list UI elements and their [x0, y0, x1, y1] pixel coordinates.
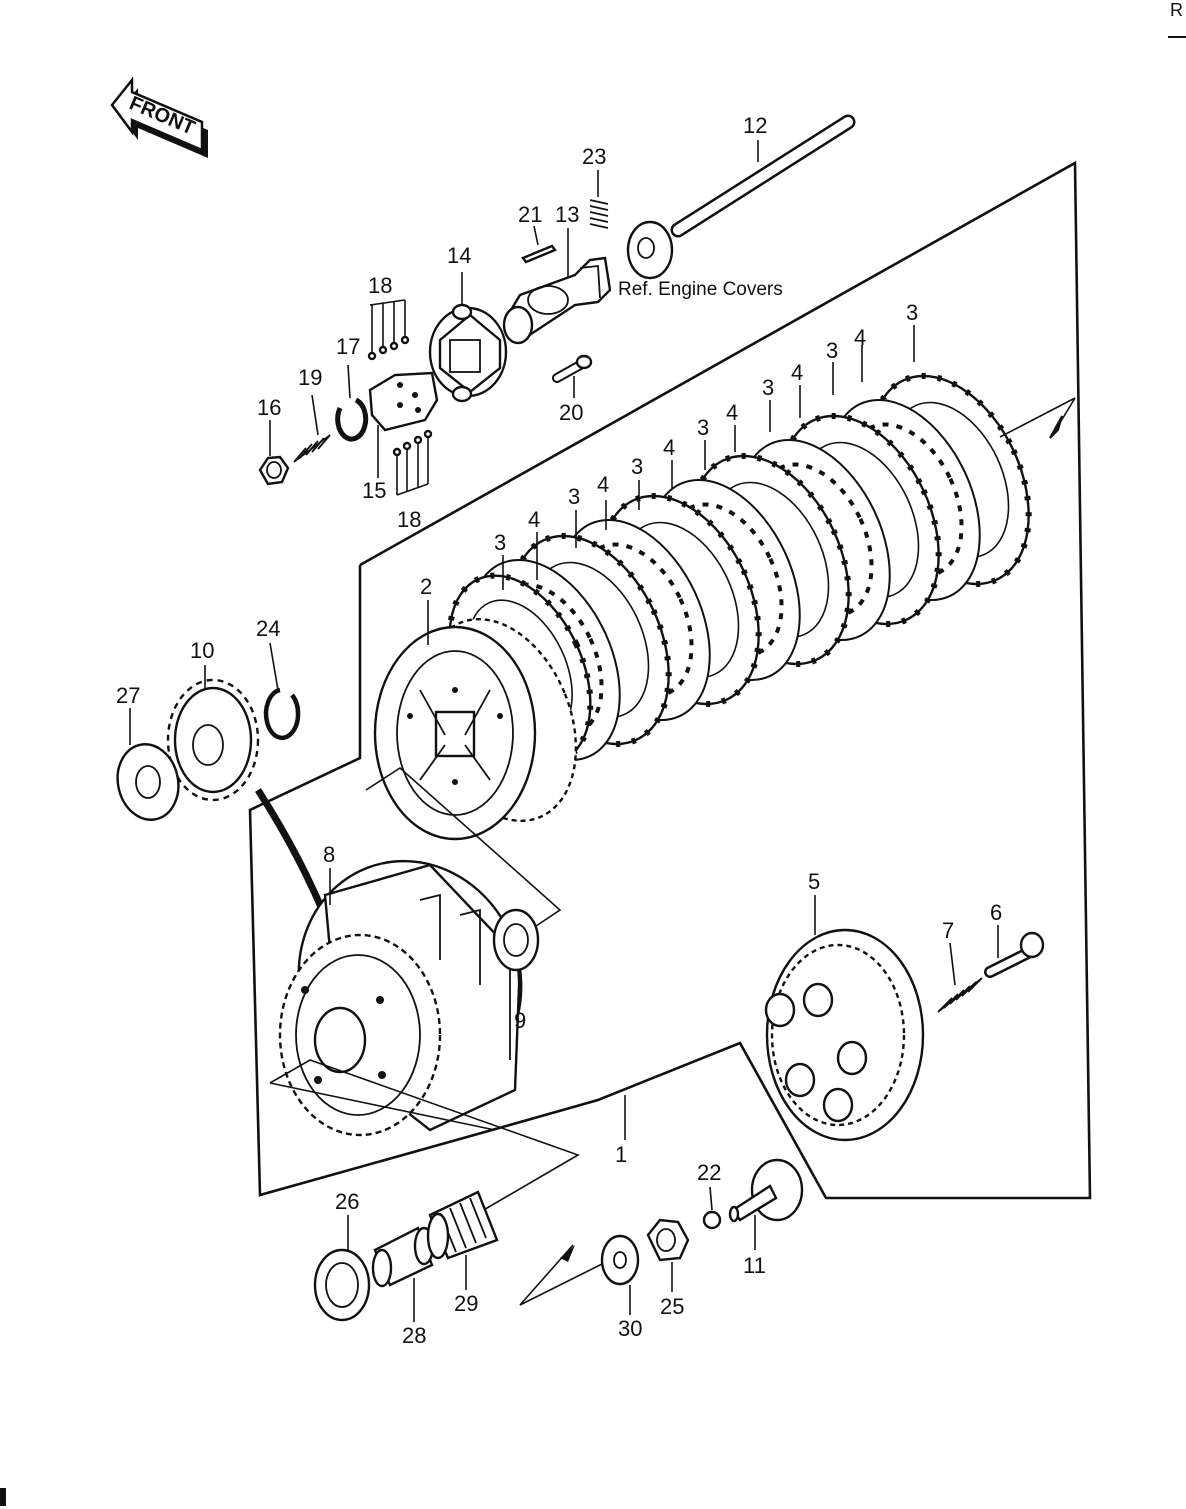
part-label-11: 11: [743, 1253, 766, 1278]
collar-28: [371, 1226, 435, 1322]
nut-16: [258, 420, 290, 486]
friction-plate-label: 3: [762, 375, 774, 400]
friction-plate-label: 3: [826, 338, 838, 363]
part-label-26: 26: [335, 1189, 359, 1214]
pushrod-12: [670, 114, 856, 238]
washer-27: [116, 708, 180, 821]
part-label-19: 19: [298, 365, 322, 390]
part-label-12: 12: [743, 113, 767, 138]
friction-plate-label: 3: [906, 300, 918, 325]
adjuster-15: [368, 371, 439, 478]
part-label-30: 30: [618, 1316, 642, 1341]
part-label-15: 15: [362, 478, 386, 503]
steel-plate-label: 4: [791, 360, 803, 385]
bearing-holder-14: [428, 272, 508, 403]
circlip-24: [263, 642, 301, 741]
washer-arrow: [560, 1245, 575, 1262]
washer-guide-line: [519, 1244, 611, 1306]
part-label-18-lower: 18: [397, 507, 421, 532]
bolt-20: [552, 354, 593, 398]
front-arrow-icon: FRONT: [110, 76, 208, 158]
part-label-13: 13: [555, 202, 579, 227]
steel-plate-label: 4: [726, 400, 738, 425]
friction-plate-label: 3: [494, 530, 506, 555]
steel-plate-label: 4: [597, 472, 609, 497]
pushrod-washer: [626, 220, 674, 280]
circlip-17: [335, 364, 369, 442]
part-label-22: 22: [697, 1160, 721, 1185]
part-label-6: 6: [990, 900, 1002, 925]
hub-guide-line: [365, 766, 562, 931]
corner-mark: R: [1170, 0, 1183, 20]
part-label-2: 2: [420, 574, 432, 599]
spring-23: [589, 170, 609, 229]
friction-plate-label: 3: [568, 484, 580, 509]
plate-callouts: [502, 325, 915, 590]
part-label-17: 17: [336, 334, 360, 359]
clutch-hub-2: [373, 600, 578, 841]
reference-note: Ref. Engine Covers: [618, 279, 783, 300]
assembly-frame: [248, 160, 1092, 1200]
nut-25: [646, 1218, 690, 1292]
part-label-8: 8: [323, 842, 335, 867]
edge-mark: [0, 1488, 6, 1506]
part-label-7: 7: [942, 918, 954, 943]
bolt-6: [984, 925, 1045, 978]
part-label-20: 20: [559, 400, 583, 425]
release-lever-13: [502, 228, 612, 345]
steel-plate-label: 4: [663, 435, 675, 460]
ball-22: [702, 1186, 722, 1230]
pin-21: [521, 225, 557, 264]
steel-plate-label: 4: [854, 325, 866, 350]
spring-19: [293, 394, 331, 463]
part-label-10: 10: [190, 638, 214, 663]
balls-18: [367, 299, 433, 496]
sprocket-10: [166, 665, 260, 802]
part-label-16: 16: [257, 395, 281, 420]
friction-plate-label: 3: [697, 415, 709, 440]
part-label-5: 5: [808, 869, 820, 894]
washer-30: [600, 1234, 640, 1315]
part-label-24: 24: [256, 616, 280, 641]
part-label-23: 23: [582, 144, 606, 169]
part-label-21: 21: [518, 202, 542, 227]
needle-bearing-29: [426, 1190, 499, 1290]
stack-arrow: [999, 397, 1076, 439]
spring-7: [937, 942, 983, 1013]
seal-26: [313, 1215, 371, 1322]
friction-plate-label: 3: [631, 454, 643, 479]
part-label-27: 27: [116, 683, 140, 708]
part-label-28: 28: [402, 1323, 426, 1348]
bearing-guide-line: [269, 1059, 580, 1216]
steel-plate-label: 4: [528, 507, 540, 532]
pressure-plate-5: [764, 895, 925, 1142]
part-label-25: 25: [660, 1294, 684, 1319]
clutch-plate-stack: [446, 373, 1032, 768]
part-label-29: 29: [454, 1291, 478, 1316]
clutch-housing-8: [278, 859, 523, 1137]
part-label-18-upper: 18: [368, 273, 392, 298]
pushrod-11: [728, 1158, 804, 1250]
part-label-9: 9: [514, 1008, 526, 1033]
washer-9: [492, 908, 540, 1006]
part-label-14: 14: [447, 243, 471, 268]
part-label-1: 1: [615, 1142, 627, 1167]
